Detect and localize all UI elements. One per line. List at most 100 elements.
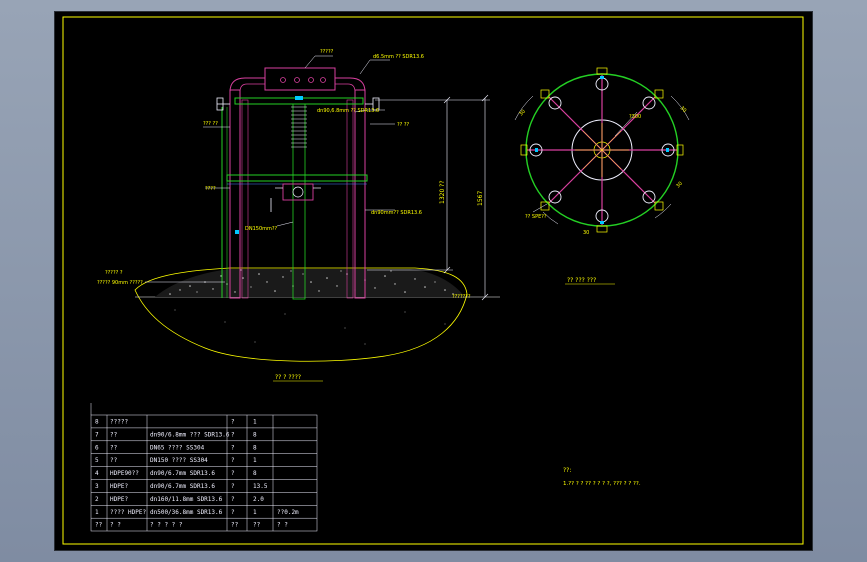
- bom-row: 8??????1: [95, 419, 257, 426]
- left-leg-pipe: [229, 89, 241, 299]
- drawing-frame: [62, 16, 804, 545]
- bom-cell-name: ??: [110, 431, 118, 438]
- label-pipe-top: d6.5mm ?? SDR13.6: [373, 54, 424, 60]
- cad-drawing: ????? d6.5mm ?? SDR13.6 dn90,6.8mm ?? SD…: [62, 16, 804, 545]
- left-inner-pipe: [241, 99, 249, 299]
- bom-cell-qty: 1: [253, 457, 257, 464]
- bom-cell-unit: ?: [231, 457, 235, 464]
- label-top-box: ?????: [320, 49, 334, 55]
- bom-cell-no: 2: [95, 496, 99, 503]
- bom-cell-note: ? ?: [277, 522, 288, 529]
- bom-cell-unit: ?: [231, 509, 235, 516]
- left-elbow-inner: [239, 83, 265, 93]
- plan-dim-1: 30: [518, 109, 527, 118]
- label-left-side: ????: [205, 186, 216, 192]
- label-pipe-left: ??? ??: [203, 121, 218, 127]
- notes-line-1: 1.?? ? ? ?? ? ? ? ?, ??? ? ? ??.: [563, 481, 641, 487]
- bom-row: 1 ???? HDPE?dn500/36.8mm SDR13.6? 1 ??0.2m: [95, 509, 299, 516]
- bom-cell-no: 1: [95, 509, 99, 516]
- label-pipe-mid: dn90,6.8mm ?? SDR13.6: [317, 108, 379, 114]
- plan-title: ?? ??? ???: [567, 277, 596, 284]
- vertical-dimensions: [367, 94, 490, 301]
- cad-drawing-viewport[interactable]: ????? d6.5mm ?? SDR13.6 dn90,6.8mm ?? SD…: [55, 12, 812, 550]
- middle-green-beam: [226, 174, 368, 182]
- nozzle-assemblies: [529, 77, 675, 223]
- label-valve: DN150mm??: [245, 226, 278, 232]
- nozzle-sw: [548, 190, 562, 204]
- label-pipe-right: ?? ??: [397, 122, 410, 128]
- plan-dimensions: [514, 95, 690, 225]
- central-spring: [291, 106, 307, 148]
- bom-cell-qty: ??: [253, 522, 261, 529]
- bom-cell-spec: dn90/6.8mm ??? SDR13.6: [150, 431, 230, 438]
- bom-cell-spec: dn90/6.7mm SDR13.6: [150, 470, 215, 477]
- bom-cell-qty: 2.0: [253, 496, 264, 503]
- nozzle-e: [661, 143, 675, 157]
- bom-cell-unit: ?: [231, 444, 235, 451]
- nozzle-se: [642, 190, 656, 204]
- bom-cell-qty: 8: [253, 470, 257, 477]
- plan-flange-label: ?? SPE??: [525, 214, 547, 220]
- plan-dim-5: 30: [583, 230, 589, 236]
- bom-cell-spec: dn90/6.7mm SDR13.6: [150, 483, 215, 490]
- leader-lines: [145, 55, 395, 283]
- bom-cell-no: 5: [95, 457, 99, 464]
- plan-dim-2: ?300: [629, 114, 641, 120]
- bom-row: 6??DN65 ???? SS304?8: [95, 444, 257, 451]
- left-top-valve: [216, 97, 230, 111]
- right-elbow: [335, 77, 366, 93]
- plan-fittings: [535, 76, 669, 224]
- soil-dots: [174, 309, 446, 345]
- gravel-fill-area: [155, 269, 465, 297]
- label-pipe-right2: dn90mm?? SDR13.6: [371, 210, 422, 216]
- bom-cell-qty: 13.5: [253, 483, 268, 490]
- bom-cell-name: HDPE90??: [110, 470, 139, 477]
- bom-cell-spec: DN150 ???? SS304: [150, 457, 208, 464]
- bom-cell-name: HDPE?: [110, 483, 128, 490]
- valve-handwheel: [292, 186, 304, 198]
- gate-valve-body: [282, 183, 314, 201]
- bom-grid: [90, 403, 318, 532]
- bom-cell-spec: dn500/36.8mm SDR13.6: [150, 509, 223, 516]
- bom-cell-no: 6: [95, 444, 99, 451]
- bom-table: 8??????17??dn90/6.8mm ??? SDR13.6?86??DN…: [90, 403, 318, 532]
- bom-header-row: ??? ?? ? ? ? ?????? ?: [95, 522, 288, 529]
- bom-row: 4 HDPE90?? dn90/6.7mm SDR13.6? 8: [95, 470, 257, 477]
- bom-cell-qty: 1: [253, 509, 257, 516]
- nozzle-w: [529, 143, 543, 157]
- label-ground-left-2: ????? 90mm ?????: [97, 280, 143, 286]
- plan-view: 30 ?300 30 30 30 ?? SPE?? ?? ??? ???: [514, 67, 690, 285]
- bom-cell-spec: ? ? ? ? ?: [150, 522, 183, 529]
- bom-cell-qty: 1: [253, 419, 257, 426]
- bom-cell-name: ?????: [110, 419, 128, 426]
- bom-cell-unit: ??: [231, 522, 239, 529]
- right-elbow-inner: [335, 83, 356, 93]
- right-leg-pipe: [354, 89, 366, 299]
- left-elbow: [229, 77, 265, 93]
- bom-cell-no: 4: [95, 470, 99, 477]
- bom-cell-unit: ?: [231, 496, 235, 503]
- bom-cell-spec: dn160/11.8mm SDR13.6: [150, 496, 223, 503]
- bom-cell-qty: 8: [253, 444, 257, 451]
- bom-cell-no: 8: [95, 419, 99, 426]
- plan-dim-4: 30: [675, 181, 684, 190]
- nozzle-ne: [642, 96, 656, 110]
- bom-cell-no: ??: [95, 522, 103, 529]
- box-port: [320, 77, 326, 83]
- bom-row: 7??dn90/6.8mm ??? SDR13.6?8: [95, 431, 257, 438]
- dim-1567: 1567: [477, 191, 484, 206]
- box-port: [294, 77, 300, 83]
- left-fitting: [235, 230, 239, 234]
- bom-cell-name: ??: [110, 457, 118, 464]
- bom-cell-no: 3: [95, 483, 99, 490]
- nozzle-nw: [548, 96, 562, 110]
- label-ground-right: ???????: [452, 294, 471, 300]
- bom-cell-unit: ?: [231, 470, 235, 477]
- bom-cell-qty: 8: [253, 431, 257, 438]
- bom-cell-note: ??0.2m: [277, 509, 299, 516]
- elevation-title: ?? ? ????: [275, 374, 301, 381]
- bom-cell-name: ???? HDPE?: [110, 509, 147, 516]
- ground-mound-outline: [134, 267, 468, 362]
